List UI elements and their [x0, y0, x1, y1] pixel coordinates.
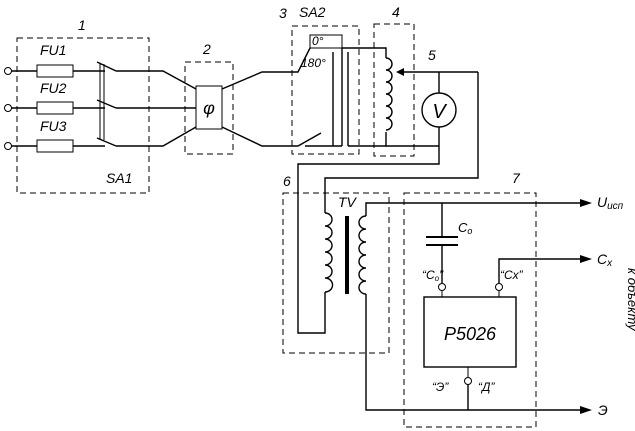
terminal-e-d [464, 377, 472, 385]
fuse-fu1 [36, 64, 74, 78]
input-phase-a [4, 64, 105, 78]
block-4-outline [373, 23, 415, 157]
switch-sa1 [96, 61, 117, 147]
label-side-note: к объекту [625, 268, 635, 332]
arrow-cx-out-icon [580, 255, 592, 263]
block-number-5: 5 [428, 47, 436, 63]
label-sa1: SA1 [106, 170, 132, 186]
label-out-cx: Cx [597, 251, 613, 269]
block-3-outline [291, 25, 360, 155]
label-sa2: SA2 [299, 4, 326, 20]
block-number-4: 4 [392, 4, 400, 20]
label-tv: TV [338, 194, 358, 210]
arrow-u-out-icon [580, 199, 592, 207]
label-term-e: “Э” [432, 380, 449, 394]
fuse-fu3 [36, 139, 74, 153]
block-1-outline [16, 37, 150, 194]
block-7-outline [403, 192, 537, 428]
label-fu3: FU3 [40, 118, 67, 134]
arrow-e-out-icon [580, 406, 592, 414]
terminal-c0 [438, 283, 446, 291]
phase-shifter [195, 85, 223, 130]
label-out-e: Э [598, 402, 608, 418]
label-fu1: FU1 [40, 42, 66, 58]
input-phase-c [4, 139, 105, 153]
label-sa2-0deg: 0° [312, 34, 324, 48]
terminal-cx [495, 283, 503, 291]
autotransformer [385, 57, 478, 131]
block-number-2: 2 [202, 41, 211, 57]
label-c0: Cо [458, 220, 472, 236]
block-number-7: 7 [512, 170, 521, 186]
label-out-u: Uисп [597, 194, 624, 212]
fuse-fu2 [36, 101, 74, 115]
block-6-outline [282, 192, 390, 354]
wiper-arrow-icon [396, 68, 404, 76]
block-number-3: 3 [279, 5, 287, 21]
label-phi: φ [203, 98, 215, 118]
label-term-d: “Д” [478, 380, 495, 394]
label-fu2: FU2 [40, 80, 67, 96]
switch-sa2 [305, 34, 349, 147]
label-voltmeter: V [432, 101, 447, 123]
block-number-6: 6 [283, 173, 291, 189]
label-term-cx: “Cx” [500, 268, 524, 282]
transformer-tv [324, 212, 367, 295]
input-phase-b [4, 101, 105, 115]
block-number-1: 1 [78, 17, 86, 33]
device-p5026 [423, 296, 517, 368]
label-device: Р5026 [444, 324, 497, 344]
label-sa2-180deg: 180° [301, 56, 326, 70]
label-term-c0: “Cо” [422, 268, 444, 283]
